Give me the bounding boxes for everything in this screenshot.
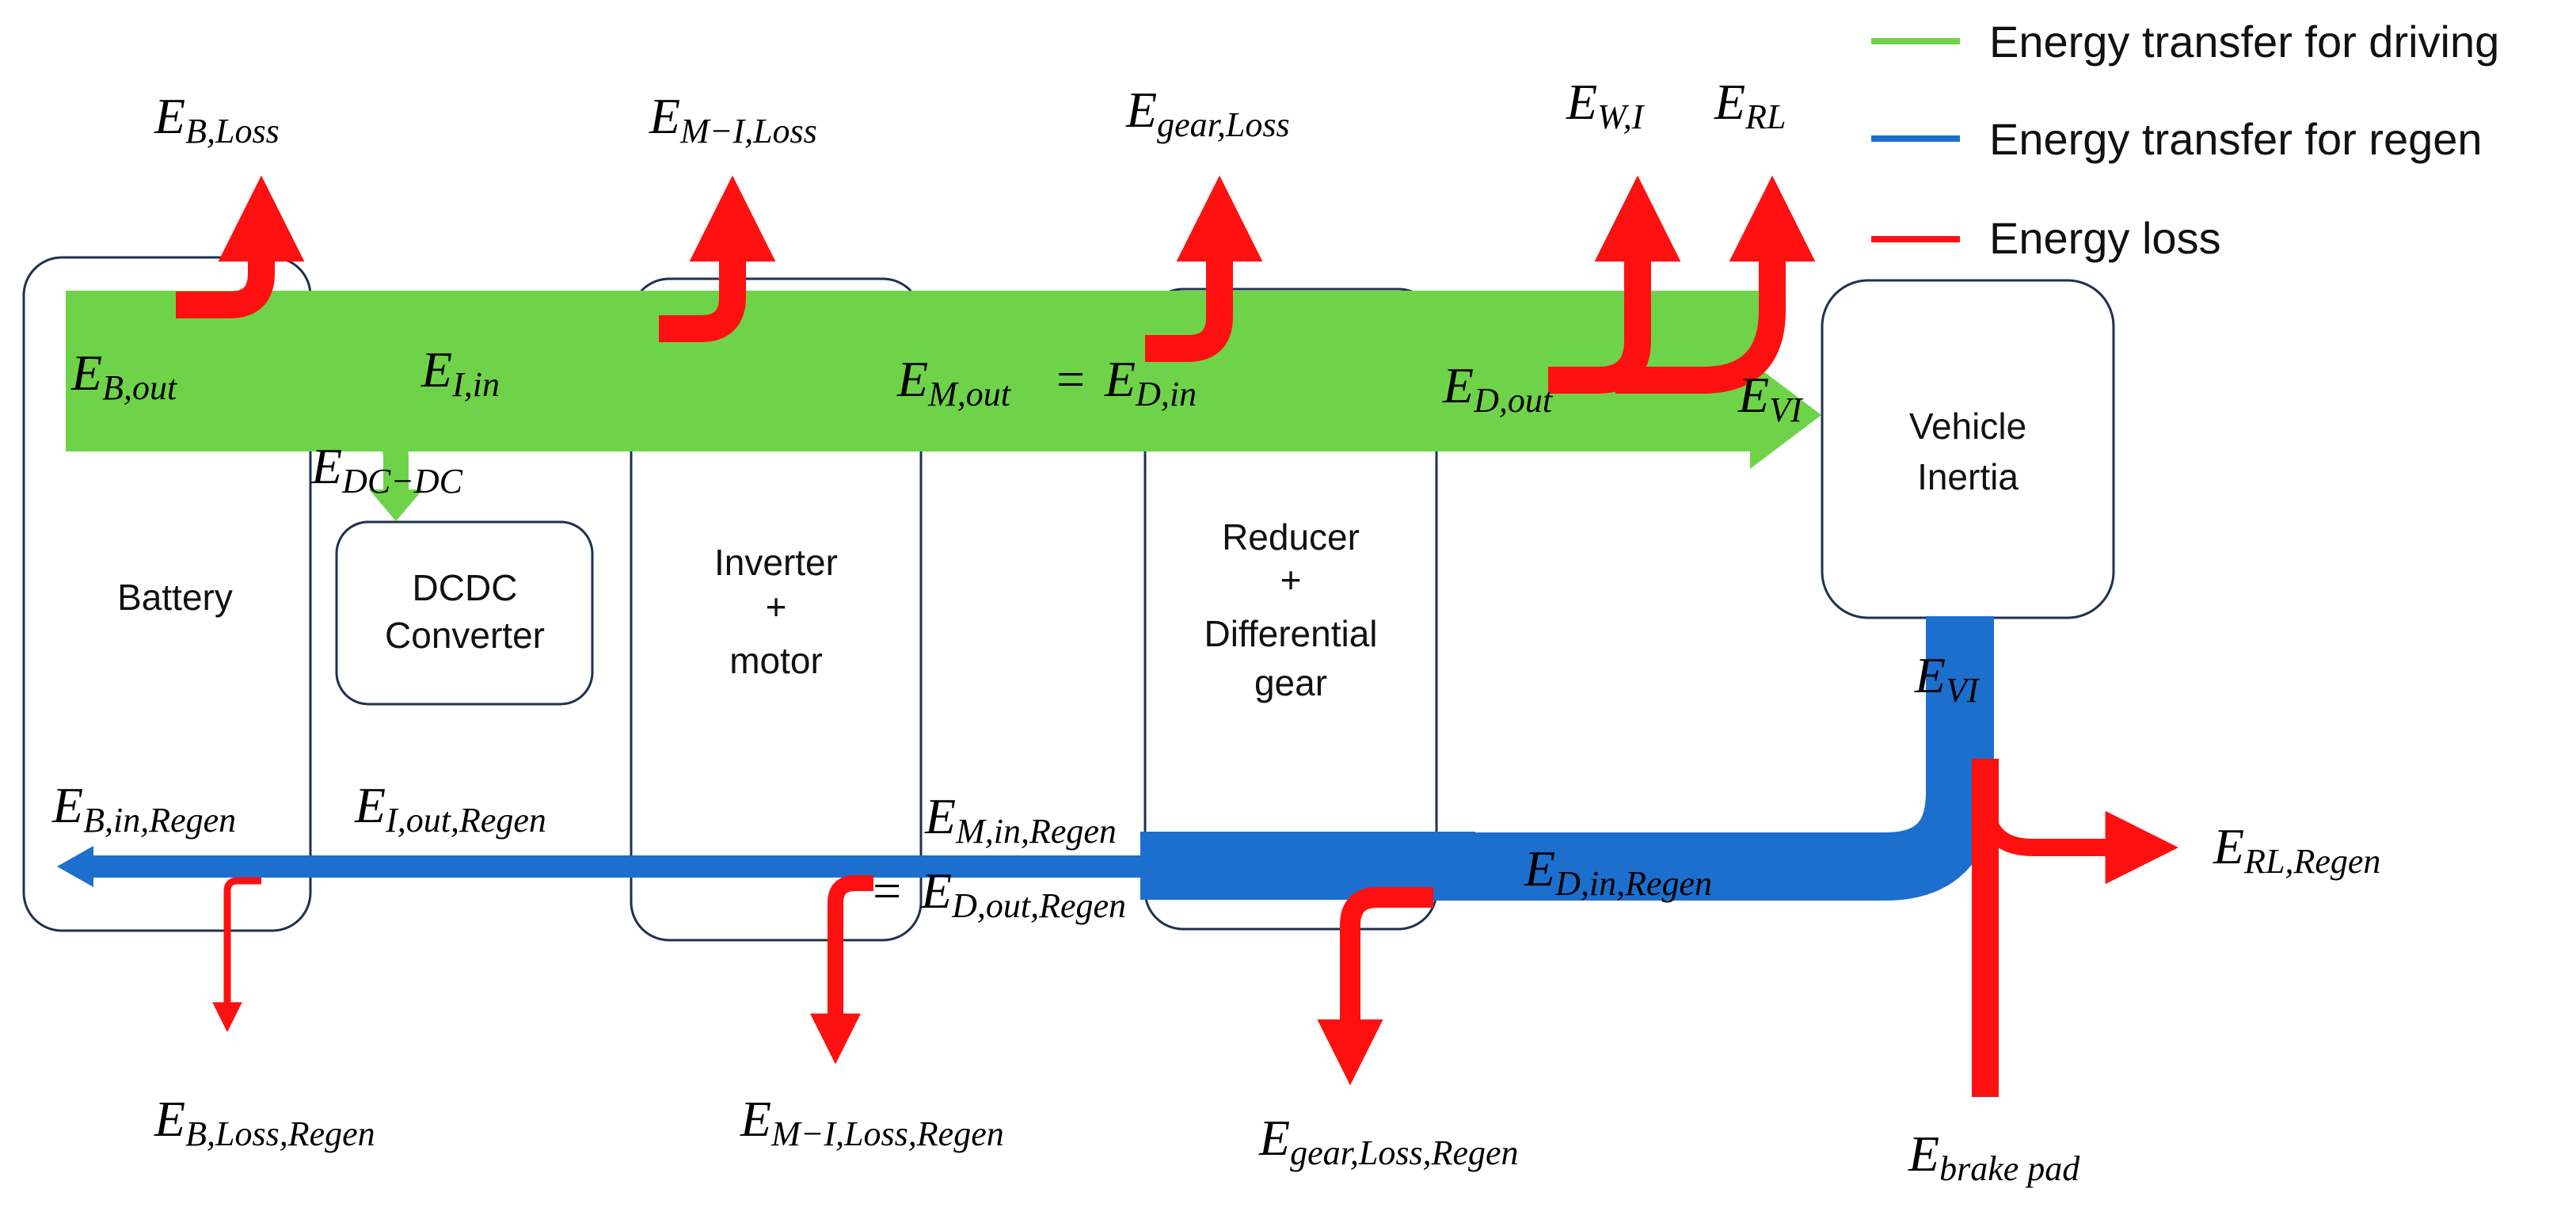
label-i-in: EI,in: [420, 341, 500, 404]
label-equals-regen: =: [869, 863, 904, 919]
legend-label-driving: Energy transfer for driving: [1989, 17, 2499, 67]
driving-arrowhead: [1750, 361, 1821, 469]
label-b-out: EB,out: [70, 345, 178, 407]
label-gear-loss: Egear,Loss: [1125, 82, 1290, 144]
label-mi-loss: EM−I,Loss: [649, 88, 817, 150]
label-brake-pad: Ebrake pad: [1908, 1125, 2080, 1188]
inverter-label-line2: +: [766, 586, 787, 627]
label-equals: =: [1053, 351, 1087, 407]
dcdc-label-line2: Converter: [385, 615, 545, 656]
label-d-out-regen: ED,out,Regen: [920, 863, 1126, 925]
legend-label-loss: Energy loss: [1989, 213, 2221, 263]
label-m-out: EM,out: [896, 351, 1012, 413]
reducer-label-line4: gear: [1254, 662, 1327, 703]
label-rl: ERL: [1714, 74, 1786, 136]
dcdc-label-line1: DCDC: [413, 567, 518, 608]
label-w-i: EW,I: [1566, 74, 1646, 136]
legend: Energy transfer for driving Energy trans…: [1871, 17, 2499, 263]
inverter-regen-loss-arrow: [809, 875, 873, 1065]
label-b-in-regen: EB,in,Regen: [51, 777, 236, 840]
label-d-in-regen: ED,in,Regen: [1524, 840, 1712, 903]
vehicle-label-line2: Inertia: [1917, 456, 2019, 497]
regen-flow: [57, 616, 1994, 901]
inverter-label-line1: Inverter: [714, 542, 838, 583]
label-d-out: ED,out: [1442, 357, 1554, 420]
label-b-loss-regen: EB,Loss,Regen: [154, 1091, 375, 1153]
label-vi-side: EVI: [1914, 647, 1981, 710]
reducer-label-line2: +: [1280, 559, 1302, 600]
label-d-in: ED,in: [1104, 351, 1197, 413]
battery-regen-loss-arrow: [212, 877, 261, 1033]
regen-main-band: [1140, 616, 1994, 901]
label-b-loss: EB,Loss: [154, 88, 280, 150]
reducer-label-line1: Reducer: [1222, 516, 1360, 558]
inverter-label-line3: motor: [729, 640, 823, 681]
dcdc-branch-arrowhead: [369, 489, 423, 521]
label-rl-regen: ERL,Regen: [2213, 818, 2380, 881]
label-mi-loss-regen: EM−I,Loss,Regen: [740, 1091, 1004, 1153]
road-load-loss-arrow: [1615, 175, 1816, 394]
regen-arrowhead: [57, 846, 93, 887]
label-m-in-regen: EM,in,Regen: [924, 788, 1117, 851]
driving-flow: [66, 291, 1821, 521]
road-load-regen-arrow: [1977, 799, 2178, 885]
gear-loss-arrow: [1145, 175, 1263, 362]
vehicle-label-line1: Vehicle: [1909, 406, 2026, 447]
gear-regen-loss-arrow: [1317, 887, 1433, 1086]
battery-label: Battery: [117, 577, 233, 618]
dcdc-branch: [317, 421, 409, 493]
legend-label-regen: Energy transfer for regen: [1989, 114, 2483, 164]
label-dc-dc: EDC−DC: [310, 438, 463, 501]
loss-flows: [176, 175, 2178, 1097]
label-gear-loss-regen: Egear,Loss,Regen: [1258, 1110, 1519, 1172]
inverter-loss-arrow: [659, 175, 776, 342]
dcdc-converter-box: [335, 520, 594, 706]
battery-loss-arrow: [176, 175, 305, 318]
label-i-out-regen: EI,out,Regen: [354, 777, 546, 840]
vehicle-inertia-box: [1821, 279, 2115, 619]
reducer-label-line3: Differential: [1204, 613, 1377, 654]
label-vi-top: EVI: [1737, 367, 1804, 429]
